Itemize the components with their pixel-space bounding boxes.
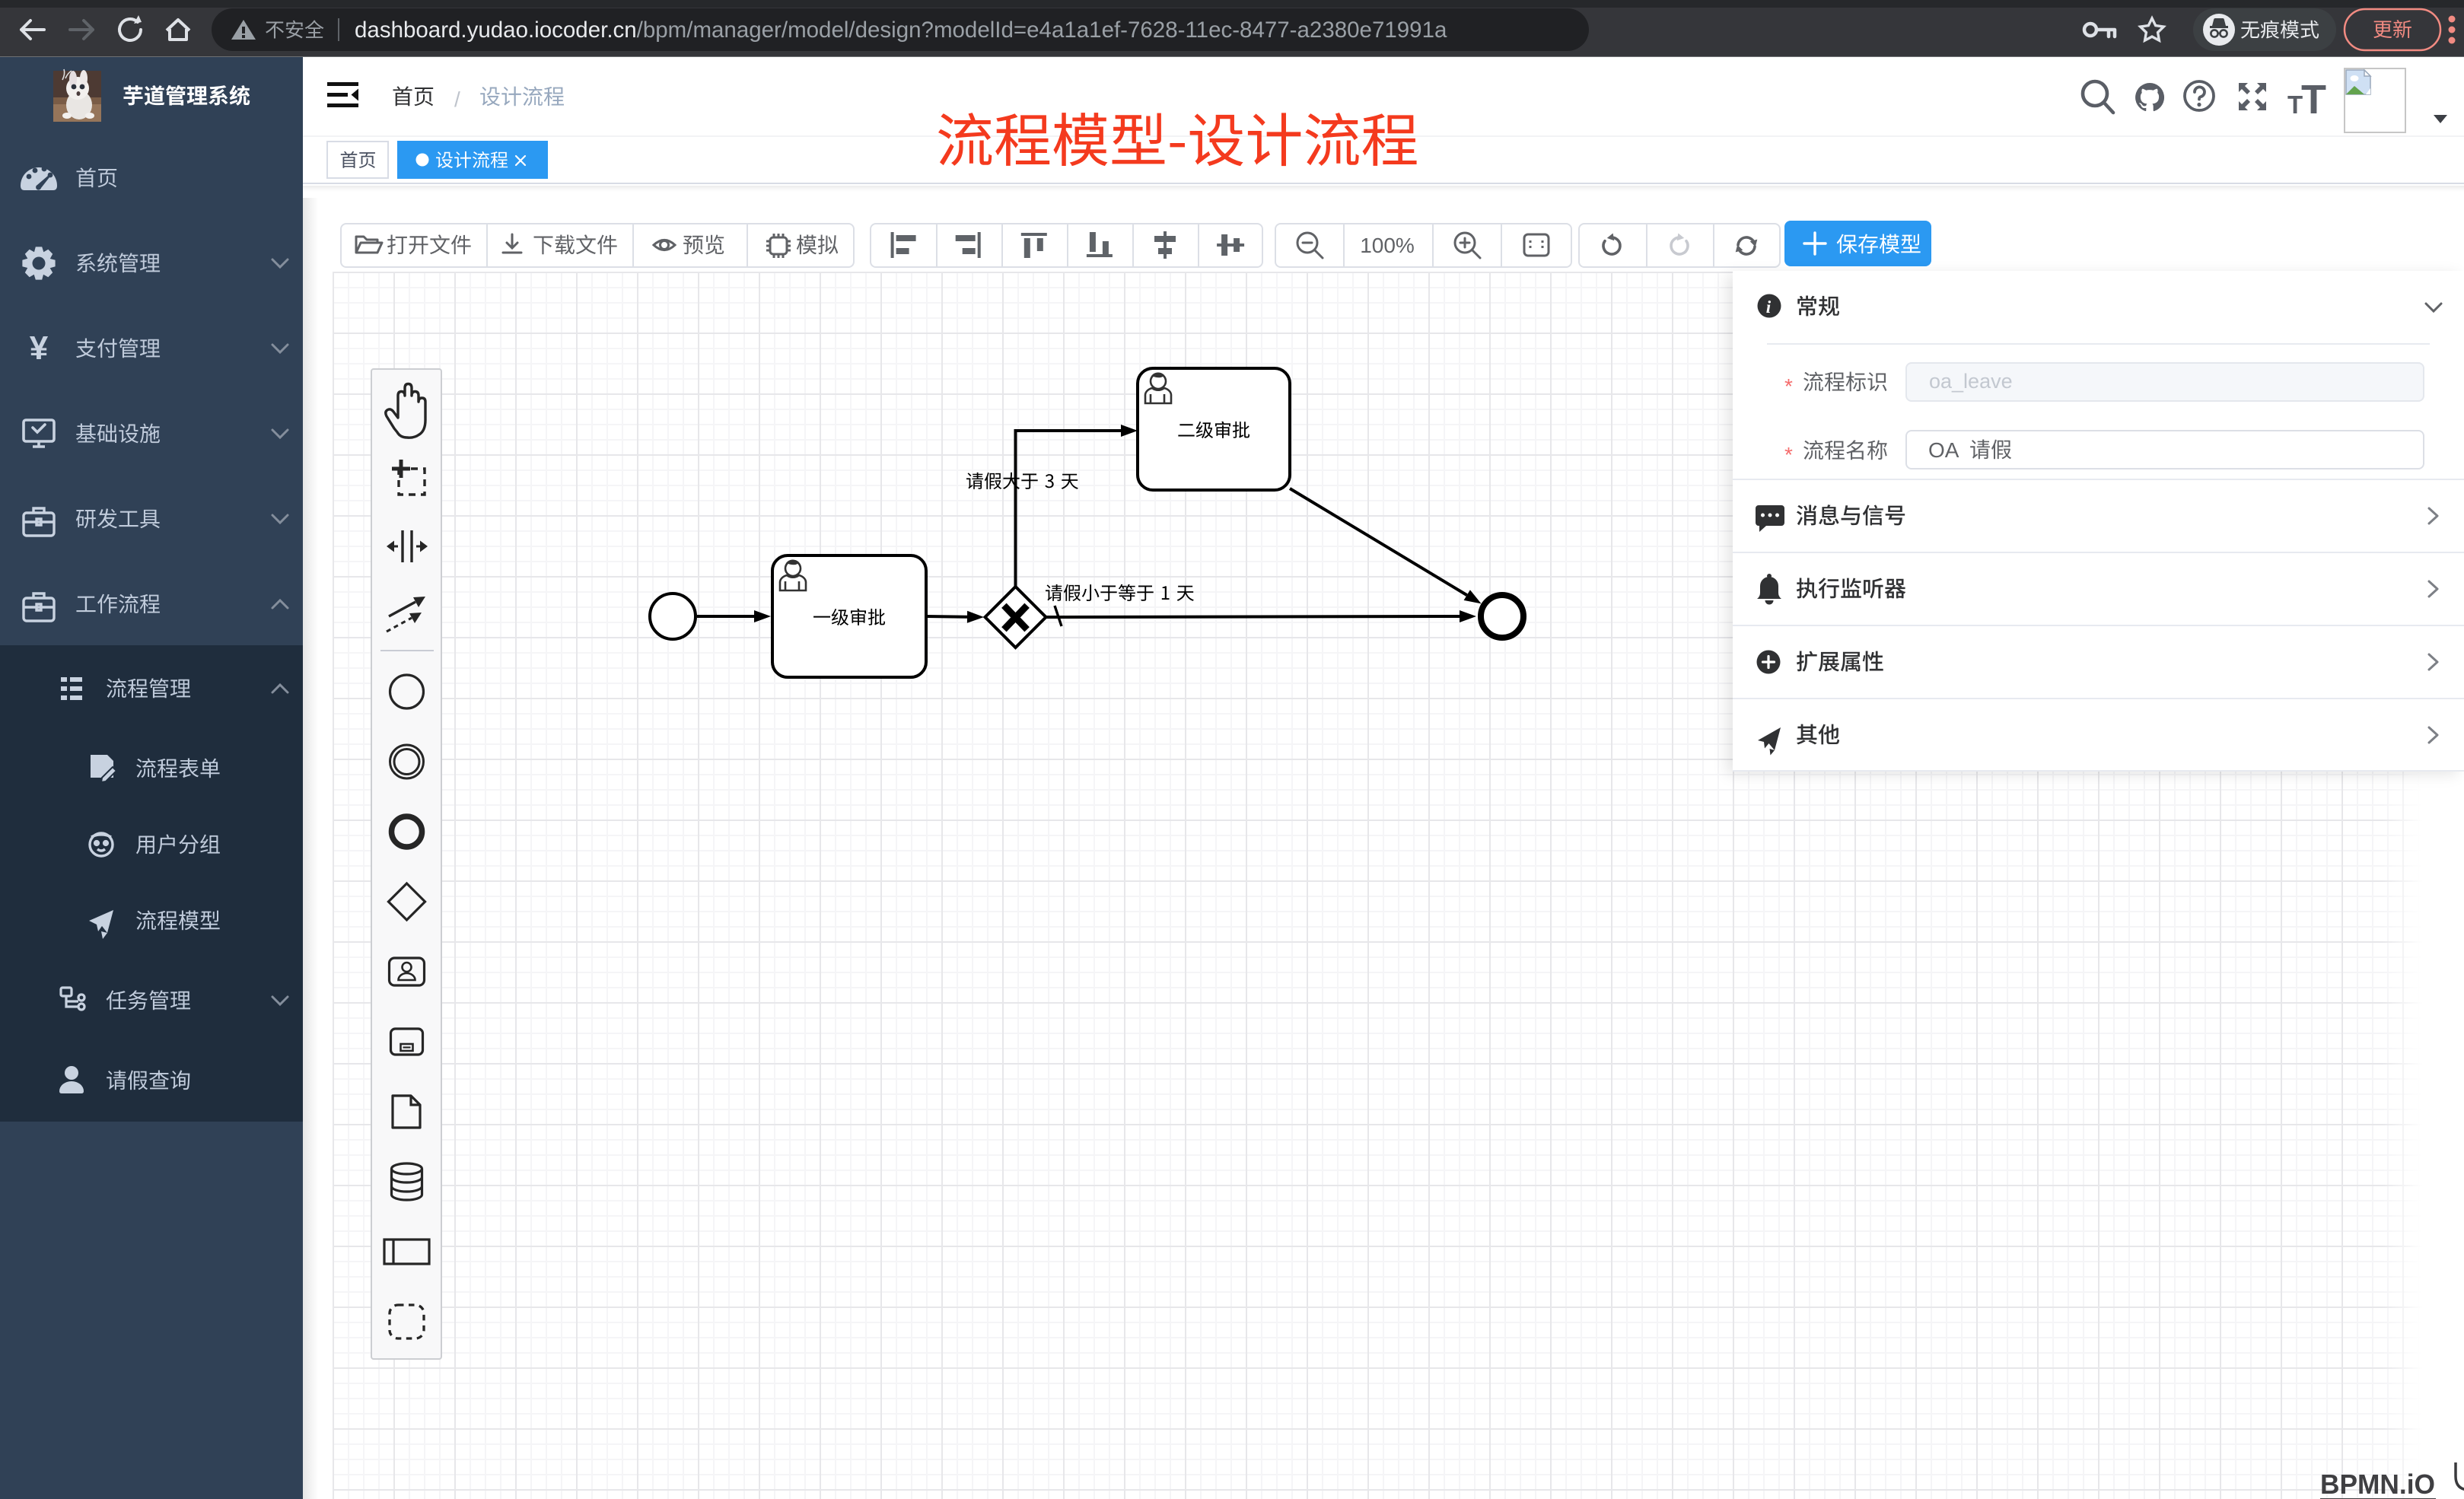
svg-text:dashboard.yudao.iocoder.cn/bpm: dashboard.yudao.iocoder.cn/bpm/manager/m… xyxy=(355,18,1447,43)
svg-text:oa_leave: oa_leave xyxy=(1929,370,2013,393)
svg-text:*: * xyxy=(1784,443,1793,466)
svg-text:OA: OA xyxy=(1928,438,1959,462)
svg-text:T: T xyxy=(2301,77,2326,123)
svg-text:T: T xyxy=(2287,91,2303,119)
svg-text:¥: ¥ xyxy=(30,329,49,367)
svg-text:i: i xyxy=(1766,298,1772,317)
svg-text:100%: 100% xyxy=(1360,234,1415,257)
svg-text:BPMN.iO: BPMN.iO xyxy=(2320,1469,2435,1499)
svg-text:/: / xyxy=(454,88,460,111)
svg-text:*: * xyxy=(1784,374,1793,398)
